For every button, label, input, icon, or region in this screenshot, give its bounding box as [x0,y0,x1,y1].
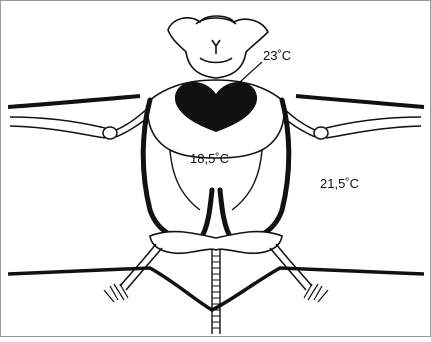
right-leg [270,244,328,302]
right-forearm [281,108,421,139]
left-wing-edge [8,96,140,107]
right-wing-edge [296,96,424,107]
head-temp-leader [240,62,262,82]
tail [212,250,220,334]
left-forearm [10,108,150,139]
left-leg [104,244,162,302]
pelvis [150,232,282,254]
ambient-temperature-label: 21,5˚C [320,177,359,190]
head [168,16,268,78]
head-temperature-label: 23˚C [263,49,291,62]
body-temperature-label: 18,5˚C [190,152,229,165]
